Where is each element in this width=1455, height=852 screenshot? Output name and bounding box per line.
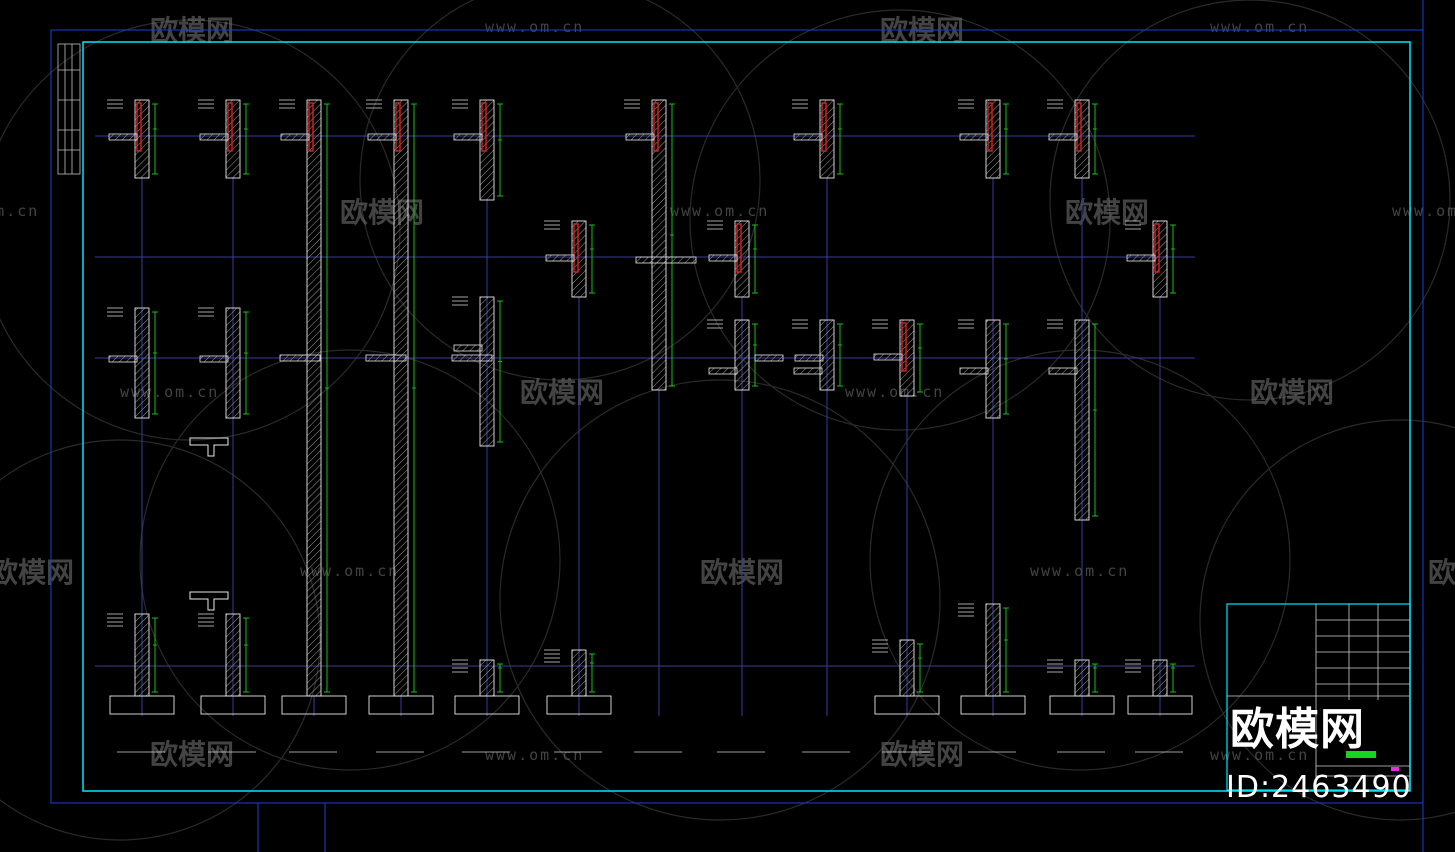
- floor-slab: [365, 354, 407, 362]
- watermark-logo: 欧模网: [1065, 196, 1149, 229]
- wall-segment: [225, 307, 241, 419]
- insulation-mark: [136, 102, 142, 152]
- watermark-logo: 欧模网: [1428, 556, 1455, 589]
- wall-segment: [479, 659, 495, 697]
- brand-logo: 欧模网: [1230, 704, 1365, 755]
- wall-segment: [651, 99, 667, 391]
- insulation-mark: [481, 102, 487, 152]
- floor-slab: [794, 354, 824, 362]
- floor-slab: [635, 256, 697, 264]
- floor-slab: [793, 133, 823, 141]
- watermark-urls: www.om.cn www.om.cn www.om.cn www.om.cn …: [0, 18, 1455, 764]
- wall-segment: [479, 296, 495, 447]
- wall-segment: [134, 613, 150, 697]
- watermark-url: www.om.cn: [0, 202, 39, 220]
- floor-slab: [959, 133, 989, 141]
- floor-slab: [1126, 254, 1156, 262]
- insulation-mark: [901, 322, 907, 372]
- footing: [454, 695, 520, 715]
- wall-segment: [571, 649, 587, 697]
- wall-segment: [985, 603, 1001, 697]
- wall-segment: [1152, 659, 1168, 697]
- footing: [200, 695, 266, 715]
- floor-slab: [199, 355, 229, 363]
- wall-segment: [734, 319, 750, 391]
- floor-slab: [108, 355, 138, 363]
- insulation-mark: [653, 102, 659, 152]
- floor-slab: [453, 344, 483, 352]
- insulation-mark: [821, 102, 827, 152]
- insulation-mark: [1154, 223, 1160, 273]
- footing: [546, 695, 612, 715]
- floor-slab: [367, 133, 397, 141]
- floor-slab: [545, 254, 575, 262]
- brand-id: ID:2463490: [1226, 770, 1412, 805]
- floor-slab: [959, 367, 989, 375]
- floor-slab: [451, 354, 493, 362]
- insulation-mark: [573, 223, 579, 273]
- floor-slab: [108, 133, 138, 141]
- watermark-url: www.om.cn: [300, 562, 399, 580]
- wall-segment: [134, 307, 150, 419]
- footing: [281, 695, 347, 715]
- insulation-mark: [987, 102, 993, 152]
- watermark-url: www.om.cn: [485, 18, 584, 36]
- insulation-mark: [227, 102, 233, 152]
- watermark-logo: 欧模网: [880, 738, 964, 771]
- footing: [960, 695, 1026, 715]
- wall-segment: [306, 99, 322, 697]
- floor-slab: [793, 367, 823, 375]
- watermark-logo: 欧模网: [0, 556, 74, 589]
- floor-slab: [279, 354, 321, 362]
- floor-slab: [708, 367, 738, 375]
- insulation-mark: [308, 102, 314, 152]
- floor-slab: [754, 354, 784, 362]
- watermark-logo: 欧模网: [150, 738, 234, 771]
- floor-slab: [280, 133, 310, 141]
- wall-segment: [479, 99, 495, 201]
- watermark-url: www.om.cn: [1030, 562, 1129, 580]
- title-block: [1226, 603, 1411, 791]
- footing: [1127, 695, 1193, 715]
- watermark-url: www.om.cn: [1210, 746, 1309, 764]
- insulation-mark: [736, 223, 742, 273]
- wall-segment: [1074, 659, 1090, 697]
- floor-slab: [453, 133, 483, 141]
- insulation-mark: [1076, 102, 1082, 152]
- footing: [874, 695, 940, 715]
- brand-watermark: 欧模网 ID:2463490: [1226, 700, 1455, 852]
- wall-segment: [393, 99, 409, 697]
- wall-segment: [899, 639, 915, 697]
- tee-detail-symbol: [189, 437, 229, 457]
- binding-strip: [57, 43, 81, 175]
- floor-slab: [708, 254, 738, 262]
- watermark-url: www.om.cn: [670, 202, 769, 220]
- wall-sections: [107, 99, 1193, 753]
- footing: [1049, 695, 1115, 715]
- wall-segment: [225, 613, 241, 697]
- axis-lines: [95, 135, 1195, 667]
- floor-slab: [199, 133, 229, 141]
- sheet-frame: [50, 0, 1424, 852]
- insulation-mark: [395, 102, 401, 152]
- footing: [109, 695, 175, 715]
- wall-segment: [1074, 319, 1090, 521]
- watermark-logo: 欧模网: [340, 196, 424, 229]
- watermark-logo: 欧模网: [520, 376, 604, 409]
- watermark-url: www.om.cn: [485, 746, 584, 764]
- floor-slab: [1048, 133, 1078, 141]
- watermark-logo: 欧模网: [1250, 376, 1334, 409]
- watermark-url: www.om.cn: [845, 383, 944, 401]
- floor-slab: [625, 133, 655, 141]
- floor-slab: [1048, 367, 1078, 375]
- footing: [368, 695, 434, 715]
- watermark-url: www.om.cn: [1210, 18, 1309, 36]
- tee-detail-symbol: [189, 591, 229, 611]
- floor-slab: [873, 353, 903, 361]
